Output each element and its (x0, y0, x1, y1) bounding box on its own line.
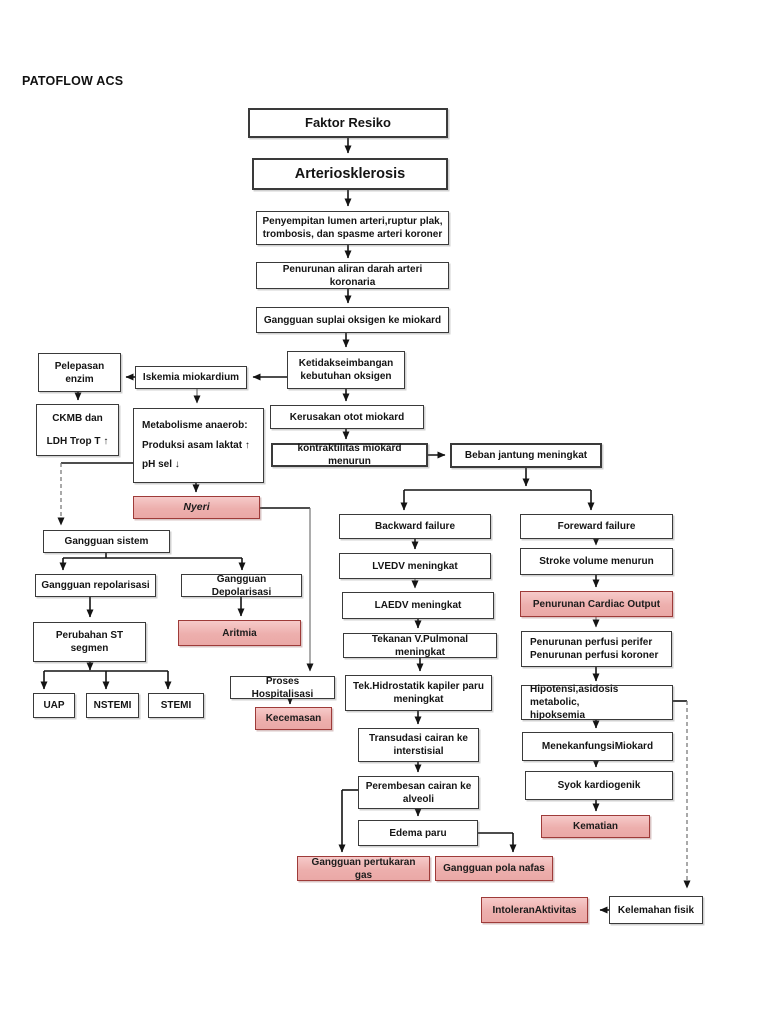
node-gangguan-pertukaran-gas: Gangguan pertukaran gas (297, 856, 430, 881)
node-lvedv-meningkat: LVEDV meningkat (339, 553, 491, 579)
node-gangguan-sistem: Gangguan sistem (43, 530, 170, 553)
node-menekan-fungsi-miokard: MenekanfungsiMiokard (522, 732, 673, 761)
node-backward-failure: Backward failure (339, 514, 491, 539)
node-intoleran-aktivitas: IntoleranAktivitas (481, 897, 588, 923)
node-kecemasan: Kecemasan (255, 707, 332, 730)
node-tek-hidrostatik-kapiler: Tek.Hidrostatik kapiler paru meningkat (345, 675, 492, 711)
node-kerusakan-otot-miokard: Kerusakan otot miokard (270, 405, 424, 429)
node-edema-paru: Edema paru (358, 820, 478, 846)
node-ckmb-ldh: CKMB dan LDH Trop T ↑ (36, 404, 119, 456)
node-transudasi-cairan: Transudasi cairan ke interstisial (358, 728, 479, 762)
node-foreward-failure: Foreward failure (520, 514, 673, 539)
node-perubahan-st-segmen: Perubahan ST segmen (33, 622, 146, 662)
node-iskemia-miokardium: Iskemia miokardium (135, 366, 247, 389)
node-uap: UAP (33, 693, 75, 718)
node-perembesan-cairan: Perembesan cairan ke alveoli (358, 776, 479, 809)
node-nstemi: NSTEMI (86, 693, 139, 718)
node-proses-hospitalisasi: Proses Hospitalisasi (230, 676, 335, 700)
node-arteriosklerosis: Arteriosklerosis (252, 158, 448, 190)
node-penurunan-perfusi: Penurunan perfusi perifer Penurunan perf… (521, 631, 672, 667)
node-ketidakseimbangan-oksigen: Ketidakseimbangan kebutuhan oksigen (287, 351, 405, 389)
node-beban-jantung-meningkat: Beban jantung meningkat (450, 443, 602, 468)
node-gangguan-pola-nafas: Gangguan pola nafas (435, 856, 553, 881)
node-nyeri: Nyeri (133, 496, 260, 519)
node-penurunan-aliran-darah: Penurunan aliran darah arteri koronaria (256, 262, 449, 289)
node-penurunan-cardiac-output: Penurunan Cardiac Output (520, 591, 673, 617)
node-kelemahan-fisik: Kelemahan fisik (609, 896, 703, 924)
node-faktor-resiko: Faktor Resiko (248, 108, 448, 138)
node-kematian: Kematian (541, 815, 650, 838)
node-penyempitan-lumen: Penyempitan lumen arteri,ruptur plak, tr… (256, 211, 449, 245)
node-gangguan-depolarisasi: Gangguan Depolarisasi (181, 574, 302, 598)
node-tekanan-vpulmonal: Tekanan V.Pulmonal meningkat (343, 633, 497, 658)
node-gangguan-repolarisasi: Gangguan repolarisasi (35, 574, 156, 597)
node-pelepasan-enzim: Pelepasan enzim (38, 353, 121, 392)
node-metabolisme-anaerob: Metabolisme anaerob: Produksi asam lakta… (133, 408, 264, 483)
node-kontraktilitas-menurun: kontraktilitas miokard menurun (271, 443, 428, 467)
node-gangguan-suplai-oksigen: Gangguan suplai oksigen ke miokard (256, 307, 449, 333)
node-hipotensi-asidosis: Hipotensi,asidosis metabolic, hipoksemia (521, 684, 673, 721)
page-title: PATOFLOW ACS (22, 74, 124, 88)
node-stroke-volume-menurun: Stroke volume menurun (520, 548, 673, 575)
node-laedv-meningkat: LAEDV meningkat (342, 592, 494, 619)
node-aritmia: Aritmia (178, 620, 301, 646)
node-stemi: STEMI (148, 693, 204, 718)
node-syok-kardiogenik: Syok kardiogenik (525, 771, 673, 800)
